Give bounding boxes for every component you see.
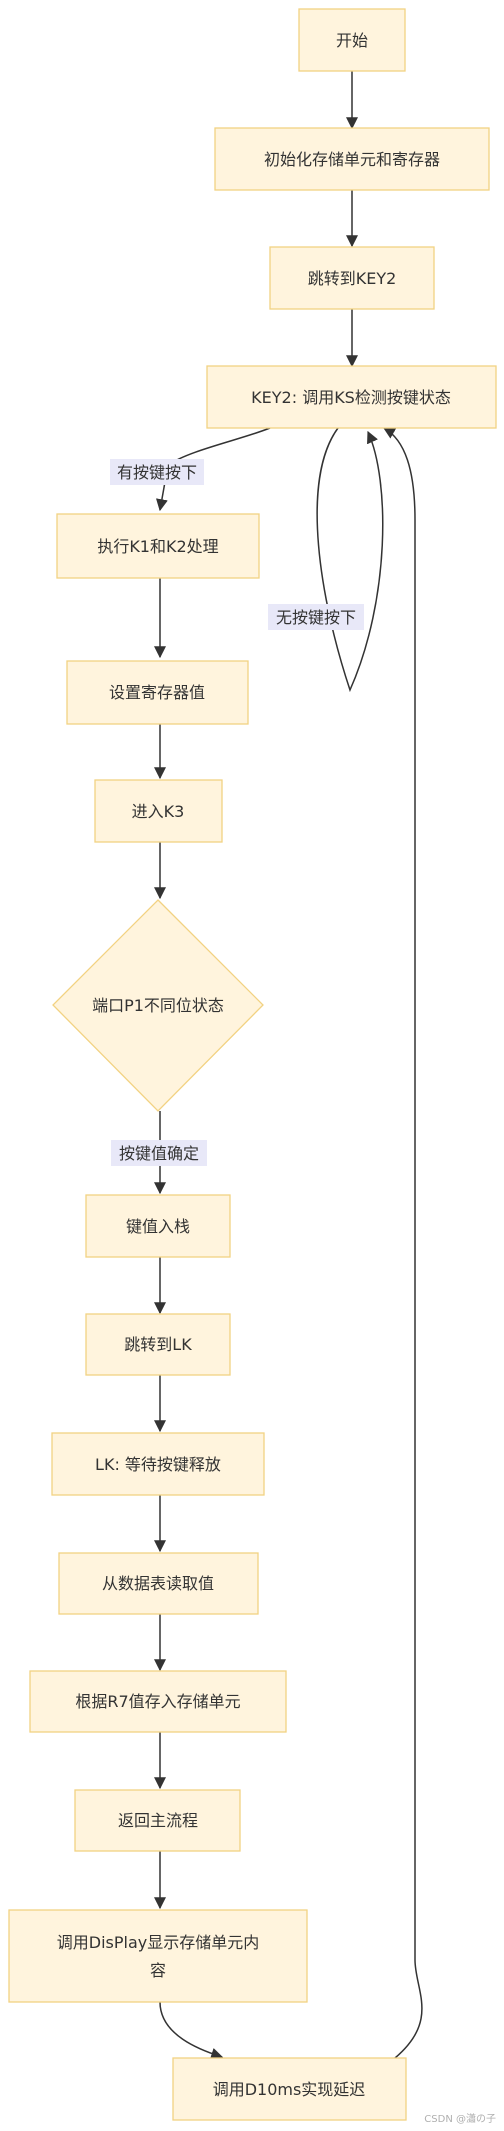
node-store-r7-label: 根据R7值存入存储单元	[75, 1692, 240, 1711]
node-return-main-label: 返回主流程	[118, 1811, 198, 1830]
edge-labels: 有按键按下 无按键按下 按键值确定	[110, 459, 364, 1166]
node-return-main: 返回主流程	[74, 1789, 241, 1852]
node-delay-label: 调用D10ms实现延迟	[213, 2080, 366, 2099]
node-store-r7: 根据R7值存入存储单元	[29, 1670, 287, 1733]
watermark: CSDN @瀟の子	[424, 2114, 496, 2125]
node-start: 开始	[298, 8, 406, 72]
label-not-pressed-bg	[268, 604, 364, 630]
node-exec-k1k2-label: 执行K1和K2处理	[97, 537, 218, 556]
node-decision: 端口P1不同位状态	[52, 899, 264, 1112]
edges	[154, 70, 423, 2060]
node-jump-lk: 跳转到LK	[85, 1313, 231, 1376]
node-decision-label: 端口P1不同位状态	[92, 996, 224, 1015]
label-pressed-bg	[110, 459, 204, 485]
node-key2: KEY2: 调用KS检测按键状态	[206, 365, 497, 429]
node-enter-k3: 进入K3	[94, 779, 223, 843]
label-confirmed-bg	[111, 1140, 207, 1166]
node-set-reg-label: 设置寄存器值	[109, 683, 205, 702]
node-read-table-label: 从数据表读取值	[102, 1574, 214, 1593]
node-delay: 调用D10ms实现延迟	[172, 2057, 407, 2121]
node-push-key-label: 键值入栈	[126, 1217, 190, 1236]
nodes: 开始 初始化存储单元和寄存器 跳转到KEY2 KEY2: 调用KS检测按键状态 …	[8, 8, 497, 2121]
edge-delay-key2	[382, 427, 423, 2059]
node-display-label-line1: 调用DisPlay显示存储单元内	[57, 1933, 259, 1952]
label-pressed: 有按键按下	[117, 463, 197, 482]
node-push-key: 键值入栈	[85, 1194, 231, 1258]
node-jump-lk-label: 跳转到LK	[124, 1335, 192, 1354]
node-set-reg: 设置寄存器值	[66, 660, 249, 725]
node-display: 调用DisPlay显示存储单元内 容	[8, 1909, 308, 2003]
node-enter-k3-label: 进入K3	[132, 802, 185, 821]
node-exec-k1k2: 执行K1和K2处理	[56, 513, 260, 579]
node-jump-key2-label: 跳转到KEY2	[308, 269, 397, 288]
edge-display-delay	[159, 2001, 224, 2060]
node-init-label: 初始化存储单元和寄存器	[264, 150, 440, 169]
label-confirmed: 按键值确定	[119, 1144, 199, 1163]
node-start-label: 开始	[336, 31, 368, 50]
node-key2-label: KEY2: 调用KS检测按键状态	[251, 388, 451, 407]
node-init: 初始化存储单元和寄存器	[214, 127, 490, 191]
node-lk-wait-label: LK: 等待按键释放	[95, 1455, 221, 1474]
node-lk-wait: LK: 等待按键释放	[51, 1432, 265, 1496]
edge-key2-loop	[316, 427, 384, 693]
label-not-pressed: 无按键按下	[276, 608, 356, 627]
node-read-table: 从数据表读取值	[58, 1552, 259, 1615]
node-jump-key2: 跳转到KEY2	[269, 246, 435, 310]
node-display-label-line2: 容	[150, 1961, 166, 1980]
